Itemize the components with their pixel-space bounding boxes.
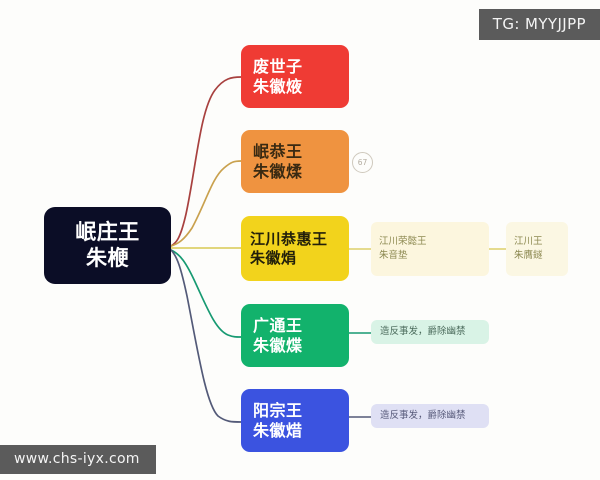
site-watermark: www.chs-iyx.com	[0, 445, 156, 474]
node-yangzongwang[interactable]: 阳宗王 朱徽焟	[241, 389, 349, 452]
node-title: 阳宗王	[253, 400, 303, 420]
node-jiangchuan-gonghuiwang[interactable]: 江川恭惠王 朱徽焆	[241, 216, 349, 281]
leaf-jiangchuanwang[interactable]: 江川王 朱膺鐩	[506, 222, 568, 276]
node-name: 朱徽煠	[253, 335, 303, 355]
node-title: 废世子	[253, 56, 303, 76]
leaf-name: 朱膺鐩	[514, 250, 543, 261]
node-mingongwang[interactable]: 岷恭王 朱徽煣	[241, 130, 349, 193]
root-node-name: 朱楩	[86, 245, 129, 270]
node-title: 广通王	[253, 315, 303, 335]
note-text: 造反事发，爵除幽禁	[380, 409, 466, 421]
node-title: 江川恭惠王	[250, 230, 328, 249]
leaf-title: 江川荣懿王	[379, 235, 427, 247]
node-guangtongwang[interactable]: 广通王 朱徽煠	[241, 304, 349, 367]
note-yangzongwang[interactable]: 造反事发，爵除幽禁	[371, 404, 489, 428]
node-name: 朱徽焟	[253, 420, 303, 440]
telegram-tag: TG: MYYJJPP	[478, 9, 600, 40]
leaf-jiangchuan-rongyiwang[interactable]: 江川荣懿王 朱音垫	[371, 222, 489, 276]
node-title: 岷恭王	[253, 141, 303, 161]
root-node-title: 岷庄王	[75, 219, 140, 244]
node-name: 朱徽焆	[250, 248, 297, 267]
leaf-name: 朱音垫	[379, 250, 408, 261]
collapse-count-badge[interactable]: 67	[352, 152, 373, 173]
note-guangtongwang[interactable]: 造反事发，爵除幽禁	[371, 320, 489, 344]
leaf-title: 江川王	[514, 235, 543, 247]
root-node[interactable]: 岷庄王 朱楩	[44, 207, 171, 284]
node-fei-shizi[interactable]: 废世子 朱徽焲	[241, 45, 349, 108]
node-name: 朱徽焲	[253, 76, 303, 96]
note-text: 造反事发，爵除幽禁	[380, 325, 466, 337]
node-name: 朱徽煣	[253, 161, 303, 181]
